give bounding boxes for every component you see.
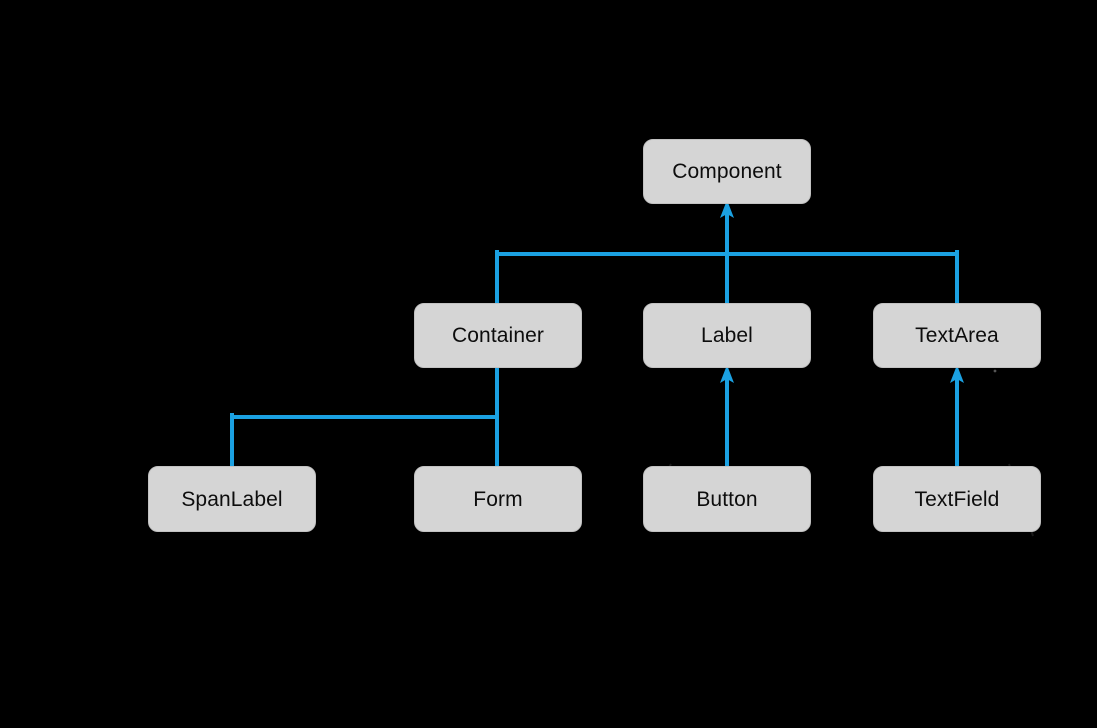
node-textfield-label: TextField: [914, 487, 1000, 511]
node-textarea-label: TextArea: [915, 324, 999, 347]
node-textfield[interactable]: TextField: [873, 466, 1041, 532]
node-spanlabel-label: SpanLabel: [181, 487, 283, 511]
node-button[interactable]: Button: [643, 466, 811, 532]
edge-group-level2-to-container: [230, 366, 499, 468]
node-component[interactable]: Component: [643, 139, 811, 204]
node-container[interactable]: Container: [414, 303, 582, 368]
edge-group-button-label: [720, 365, 734, 468]
edge-group-textfield-textarea: [950, 365, 964, 468]
node-spanlabel[interactable]: SpanLabel: [148, 466, 316, 532]
node-button-label: Button: [696, 487, 758, 511]
node-textarea[interactable]: TextArea: [873, 303, 1041, 368]
node-form-label: Form: [473, 487, 523, 511]
node-label-label: Label: [701, 324, 753, 347]
node-container-label: Container: [452, 324, 544, 347]
edge-group-level1-to-component: [495, 200, 959, 305]
stray-dot-textarea-icon: [993, 369, 997, 373]
node-label[interactable]: Label: [643, 303, 811, 368]
node-component-label: Component: [672, 160, 782, 183]
node-form[interactable]: Form: [414, 466, 582, 532]
